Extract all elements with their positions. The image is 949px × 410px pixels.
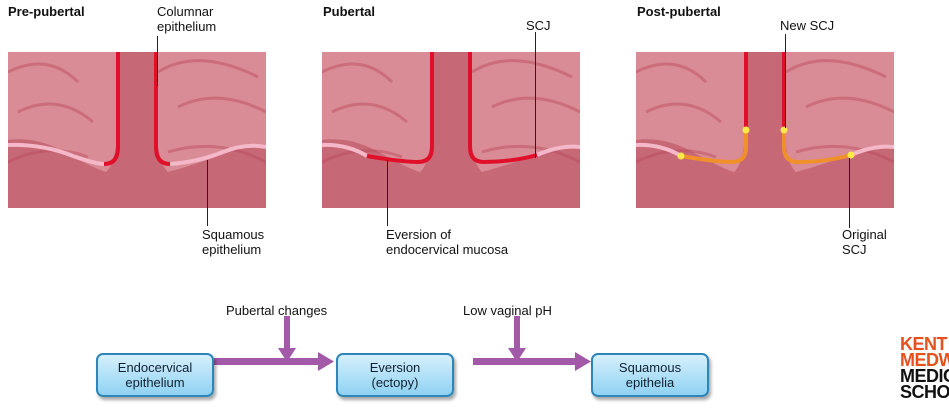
box-eversion-ectopy: Eversion (ectopy) xyxy=(336,353,454,397)
influence-shaft-2 xyxy=(514,316,520,350)
squamous-epithelium-right xyxy=(169,143,266,166)
post-pubertal-illustration xyxy=(636,52,894,208)
box-squamous-epithelia: Squamous epithelia xyxy=(591,353,709,397)
tissue-folds xyxy=(8,59,266,164)
logo-line-1: KENT xyxy=(900,336,948,354)
logo-line-2: MEDW xyxy=(900,350,949,370)
panel-title-pubertal: Pubertal xyxy=(323,4,376,19)
label-eversion-of-endocervical-mucosa: Eversion of endocervical mucosa xyxy=(386,227,509,257)
squamous-epithelium-left xyxy=(636,142,683,158)
pubertal-illustration xyxy=(322,52,580,208)
metaplastic-zone-left xyxy=(680,130,748,165)
stroma-shadow xyxy=(8,52,266,208)
label-low-vaginal-ph: Low vaginal pH xyxy=(463,303,552,318)
columnar-leader-line xyxy=(157,36,158,86)
influence-head-1 xyxy=(278,348,296,362)
squamous-epithelium-left xyxy=(8,142,105,166)
label-squamous-epithelium: Squamous epithelium xyxy=(202,227,265,257)
tissue-folds xyxy=(636,59,894,164)
panel-title-post-pubertal: Post-pubertal xyxy=(637,4,721,19)
new-scj-marker-right xyxy=(780,126,788,134)
squamous-epithelium-right xyxy=(536,144,580,157)
arrow-head-1 xyxy=(318,352,334,371)
pre-pubertal-illustration xyxy=(8,52,266,208)
kent-medway-logo: KENT MEDW MEDIC SCHO xyxy=(900,336,949,406)
arrow-shaft-2 xyxy=(473,358,575,365)
metaplastic-zone-right xyxy=(782,130,852,165)
original-scj-marker-right xyxy=(847,151,855,159)
stroma-shadow xyxy=(636,52,894,208)
tissue-folds xyxy=(322,59,580,164)
arrow-head-2 xyxy=(575,352,591,371)
influence-shaft-1 xyxy=(284,316,290,350)
stroma-shadow xyxy=(322,52,580,208)
label-pubertal-changes: Pubertal changes xyxy=(226,303,328,318)
columnar-epithelium-left xyxy=(103,52,120,166)
flow-arrows xyxy=(214,316,591,371)
label-scj: SCJ xyxy=(526,18,551,33)
squamous-leader-line xyxy=(207,160,208,226)
scj-leader-line xyxy=(535,32,536,158)
squamous-epithelium-right xyxy=(850,144,894,157)
everted-columnar-right xyxy=(468,52,538,165)
everted-columnar-left xyxy=(366,52,434,165)
label-original-scj: Original SCJ xyxy=(842,227,887,257)
influence-head-2 xyxy=(508,348,526,362)
original-scj-leader-line xyxy=(849,158,850,228)
logo-line-3: MEDIC xyxy=(900,366,949,386)
eversion-leader-line xyxy=(387,160,388,226)
arrow-shaft-1 xyxy=(214,358,318,365)
label-new-scj: New SCJ xyxy=(780,18,835,33)
columnar-epithelium-right xyxy=(154,52,171,166)
label-columnar-epithelium: Columnar epithelium xyxy=(157,4,217,34)
logo-line-4: SCHO xyxy=(900,382,949,402)
new-scj-leader-line xyxy=(785,34,786,128)
box-endocervical-epithelium: Endocervical epithelium xyxy=(96,353,214,397)
original-scj-marker-left xyxy=(677,152,685,160)
panel-title-pre-pubertal: Pre-pubertal xyxy=(8,4,85,19)
new-scj-marker-left xyxy=(742,126,750,134)
squamous-epithelium-left xyxy=(322,142,369,158)
